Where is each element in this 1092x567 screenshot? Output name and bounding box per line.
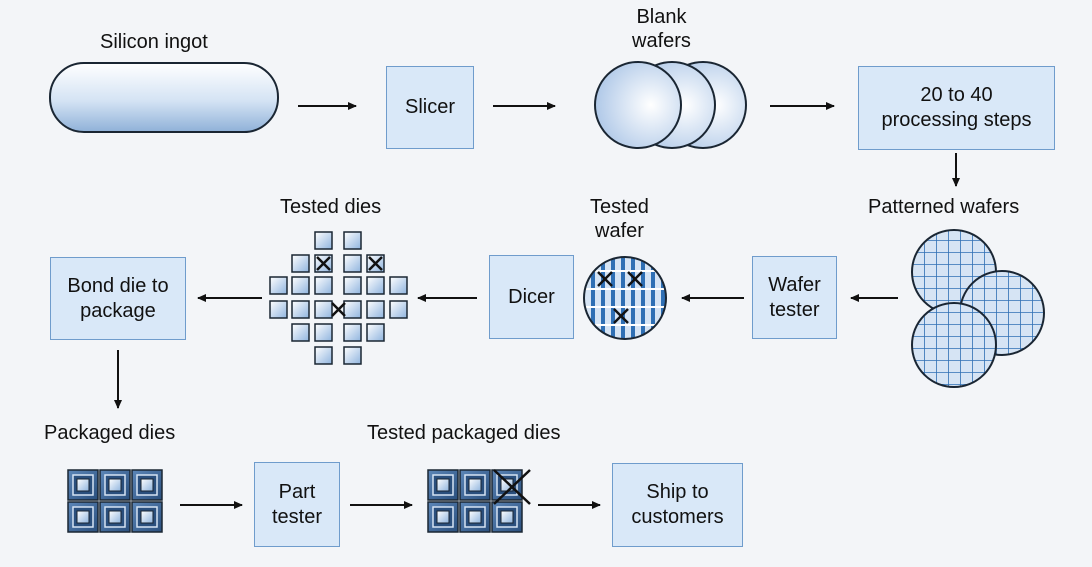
- package-fail-mark: [493, 469, 531, 505]
- package: [491, 501, 523, 533]
- package: [491, 469, 523, 501]
- package: [67, 501, 99, 533]
- die: [343, 276, 362, 295]
- processing-steps-label: 20 to 40 processing steps: [881, 84, 1032, 131]
- die: [343, 300, 362, 319]
- label-tested-packaged-dies: Tested packaged dies: [367, 422, 561, 444]
- die-fail-mark: [331, 302, 346, 317]
- die-fail-mark: [368, 256, 383, 271]
- packaged-dies-shape: [67, 469, 163, 533]
- die: [366, 323, 385, 342]
- dicer-label: Dicer: [508, 285, 555, 308]
- die: [291, 323, 310, 342]
- die: [343, 231, 362, 250]
- processing-steps-box: 20 to 40 processing steps: [858, 66, 1055, 150]
- die: [314, 276, 333, 295]
- package: [131, 501, 163, 533]
- label-tested-dies: Tested dies: [280, 196, 382, 218]
- die: [366, 276, 385, 295]
- bond-die-label: Bond die to package: [67, 274, 169, 322]
- die: [389, 300, 408, 319]
- package: [99, 469, 131, 501]
- die: [291, 254, 310, 273]
- wafer-tester-box: Wafer tester: [752, 256, 837, 339]
- label-silicon-ingot: Silicon ingot: [100, 31, 208, 53]
- die: [343, 254, 362, 273]
- slicer-label: Slicer: [404, 96, 455, 118]
- die: [291, 276, 310, 295]
- package: [131, 469, 163, 501]
- tested-wafer-shape: [583, 256, 667, 340]
- die: [343, 346, 362, 365]
- die-fail-mark: [316, 256, 331, 271]
- die: [314, 323, 333, 342]
- ship-to-customers-label: Ship to customers: [631, 481, 724, 528]
- label-tested-wafer: Tested wafer: [590, 196, 649, 242]
- tested-dies-shape: [269, 231, 408, 365]
- silicon-ingot-shape: [49, 62, 279, 133]
- patterned-wafers-shape: [911, 229, 1045, 388]
- die: [269, 276, 288, 295]
- die: [314, 300, 333, 319]
- die: [269, 300, 288, 319]
- part-tester-box: Part tester: [254, 462, 340, 547]
- ship-to-customers-box: Ship to customers: [612, 463, 743, 547]
- die: [366, 300, 385, 319]
- package: [67, 469, 99, 501]
- dicer-box: Dicer: [489, 255, 574, 339]
- package: [459, 501, 491, 533]
- slicer-box: Slicer: [386, 66, 474, 149]
- package: [99, 501, 131, 533]
- die: [291, 300, 310, 319]
- blank-wafers-shape: [594, 61, 747, 149]
- die: [389, 276, 408, 295]
- die: [343, 323, 362, 342]
- tested-packaged-dies-shape: [427, 469, 531, 533]
- wafer-tester-label: Wafer tester: [768, 273, 821, 321]
- label-patterned-wafers: Patterned wafers: [868, 196, 1020, 218]
- package: [427, 469, 459, 501]
- package: [427, 501, 459, 533]
- label-blank-wafers: Blank wafers: [632, 6, 691, 52]
- package: [459, 469, 491, 501]
- label-packaged-dies: Packaged dies: [44, 422, 176, 444]
- die: [314, 231, 333, 250]
- bond-die-box: Bond die to package: [50, 257, 186, 340]
- part-tester-label: Part tester: [271, 480, 323, 528]
- die: [314, 346, 333, 365]
